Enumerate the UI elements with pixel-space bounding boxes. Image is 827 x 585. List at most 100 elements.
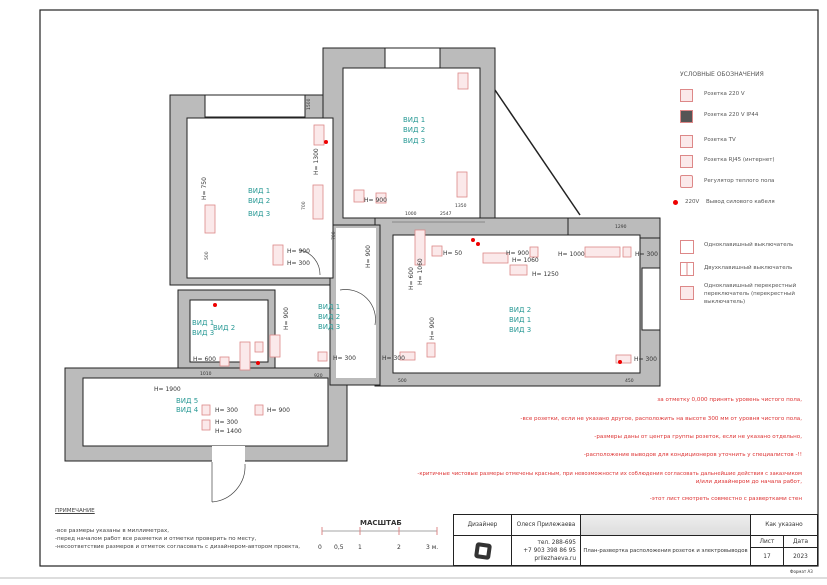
note-line: -критичные чистовые размеры отмечены кра… [417,471,802,477]
double-switch-icon [680,262,694,276]
view-label: ВИД 3 [192,329,214,337]
svg-text:920: 920 [314,373,323,379]
svg-text:H= 600: H= 600 [193,356,216,363]
socket [622,246,632,258]
switch [201,404,211,416]
svg-text:1010: 1010 [200,371,212,377]
svg-text:H= 900: H= 900 [506,250,529,257]
svg-text:H= 900: H= 900 [267,407,290,414]
legend-item: Двухклавишный выключатель [704,265,793,271]
scale-value: Как указано [750,514,818,536]
svg-text:H= 1060: H= 1060 [512,257,539,264]
note-item: -все размеры указаны в миллиметрах, [55,528,170,534]
svg-text:H= 1900: H= 1900 [154,386,181,393]
view-label: ВИД 3 [403,137,425,145]
svg-text:1: 1 [358,544,362,551]
view-label: ВИД 2 [509,306,531,314]
window-bedroom-1 [204,94,306,118]
socket-group [414,229,426,266]
window-bedroom-2 [384,47,441,69]
svg-text:H= 50: H= 50 [443,250,462,257]
socket-group [313,124,325,146]
power-cable-icon [673,200,678,205]
note-item: -несоответствие размеров и отметок согла… [55,544,301,550]
window-living [641,267,661,331]
view-label: ВИД 5 [176,397,198,405]
tv-socket-icon [680,135,693,148]
socket-ip44-icon [680,110,693,123]
sheet-number: 17 [750,547,784,566]
view-label: ВИД 1 [509,316,531,324]
floor-heating-regulator-icon [680,175,693,188]
legend-item-prefix: 220V [685,199,700,205]
power-cable-outputs [213,140,622,365]
socket-group [584,246,621,258]
room-corridor [336,228,376,378]
view-label: ВИД 4 [176,406,199,414]
socket-group [456,171,468,198]
height-labels: H= 750 H= 1300 H= 900 H= 900 H= 300 H= 9… [154,148,658,435]
socket [353,189,365,203]
svg-text:H= 750: H= 750 [201,177,208,200]
view-label: ВИД 2 [213,324,235,332]
legend-item: Розетка RJ45 (интернет) [704,157,775,163]
svg-text:1500: 1500 [306,98,312,110]
logo-icon [473,541,492,560]
view-label: ВИД 2 [248,197,270,205]
socket [317,351,328,362]
switch [426,342,436,358]
socket-ip44 [254,341,264,353]
sheet-title: План-развертка расположения розеток и эл… [580,535,751,566]
logo [453,535,512,566]
sockets [201,72,632,431]
note-line: -размеры даны от центра группы розеток, … [594,434,802,440]
socket [201,419,211,431]
socket-group [312,184,324,220]
view-label: ВИД 1 [192,319,214,327]
svg-text:H= 1400: H= 1400 [215,428,242,435]
project-name-redacted [580,514,751,536]
dimension-labels: 1000 2547 1350 1290 500 450 1500 700 101… [200,98,634,384]
date-value: 2023 [783,547,818,566]
svg-text:МАСШТАБ: МАСШТАБ [360,519,402,527]
format-label: Формат А3 [790,569,813,574]
socket-group [399,351,416,361]
svg-text:H= 300: H= 300 [634,356,657,363]
svg-text:2547: 2547 [440,211,452,217]
legend-item: Розетка 220 V IP44 [704,112,759,118]
svg-text:H= 600: H= 600 [408,267,415,290]
legend-item: Розетка 220 V [704,91,745,97]
phone: тел. 288-695 [537,539,576,546]
tv-socket [529,246,539,258]
svg-text:H= 300: H= 300 [333,355,356,362]
socket-group [482,252,509,264]
notes-title: ПРИМЕЧАНИЕ [55,508,95,514]
socket-group [457,72,469,90]
legend-item: Регулятор теплого пола [704,178,775,184]
switch [254,404,264,416]
legend-item: Одноклавишный выключатель [704,242,794,248]
cross-switch-icon [680,286,694,300]
single-switch-icon [680,240,694,254]
switch-group [269,334,281,358]
svg-text:1000: 1000 [405,211,417,217]
designer-name: Олеся Прилежаева [511,514,581,536]
svg-text:H= 300: H= 300 [287,260,310,267]
socket [375,192,387,204]
view-label: ВИД 3 [509,326,531,334]
sheet-frame [39,9,819,567]
socket-group [272,244,284,266]
website: prilezhaeva.ru [534,555,576,562]
svg-text:2: 2 [397,544,401,551]
socket-group [204,204,216,234]
designer-contacts: тел. 288-695 +7 903 398 86 95 prilezhaev… [511,535,581,566]
svg-text:H= 900: H= 900 [429,317,436,340]
legend-item: Одноклавишный перекрестный переключатель… [704,283,797,305]
svg-text:H= 300: H= 300 [635,251,658,258]
svg-text:H= 300: H= 300 [215,419,238,426]
view-label: ВИД 1 [248,187,270,195]
svg-text:H= 300: H= 300 [215,407,238,414]
view-label: ВИД 2 [318,313,340,321]
svg-text:450: 450 [625,378,634,384]
